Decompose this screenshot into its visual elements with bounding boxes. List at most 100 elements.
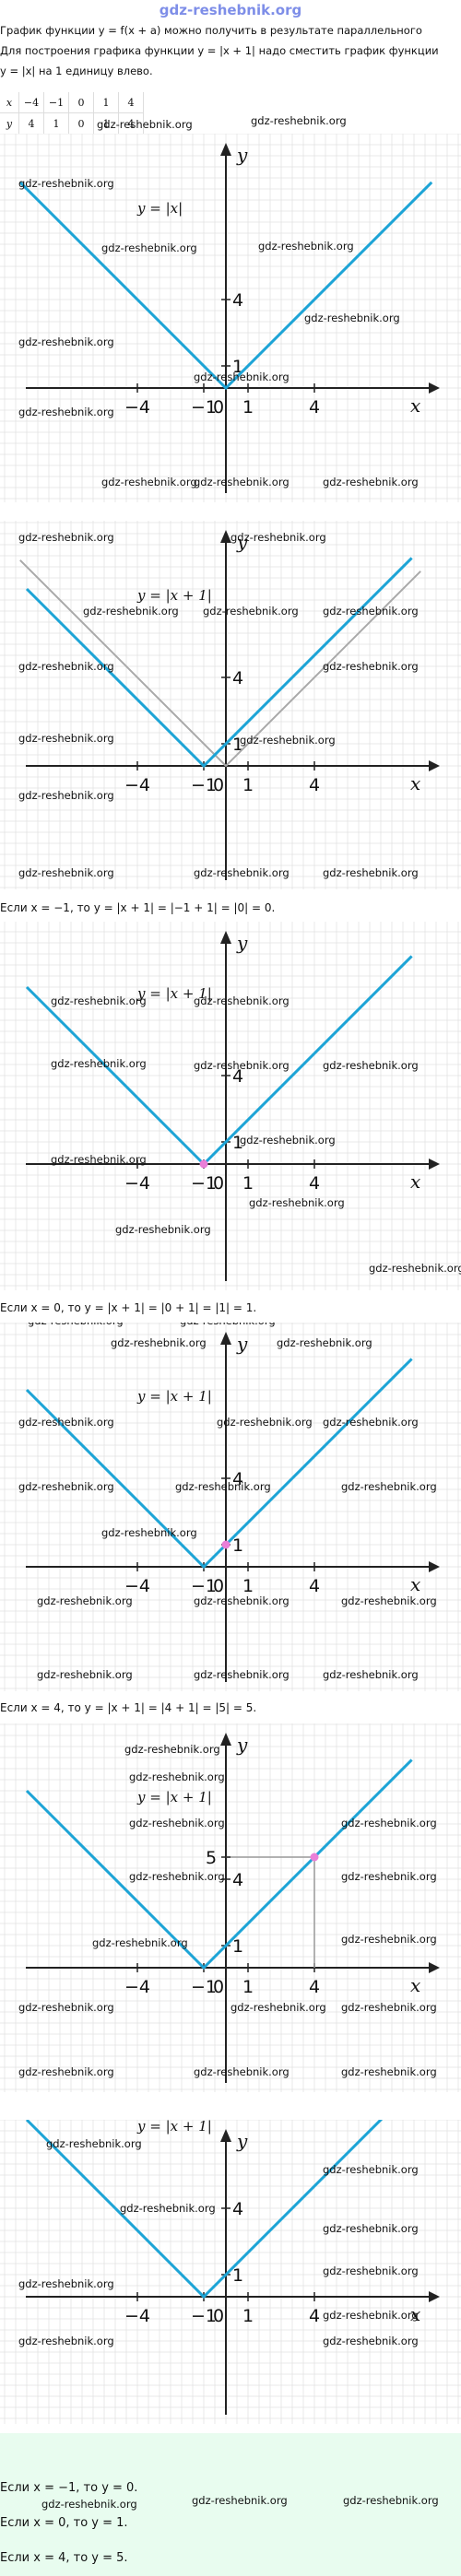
watermark: gdz-reshebnik.org: [51, 994, 147, 1007]
watermark: gdz-reshebnik.org: [217, 1416, 313, 1429]
watermark: gdz-reshebnik.org: [240, 1134, 336, 1147]
x-tick-label: −4: [124, 775, 150, 795]
watermark: gdz-reshebnik.org: [18, 732, 114, 745]
x-axis-arrow: [429, 1962, 440, 1973]
answer-line-1: Если x = −1, то y = 0.: [0, 2481, 138, 2495]
caption-1: Если x = −1, то y = |x + 1| = |−1 + 1| =…: [0, 901, 276, 914]
watermark: gdz-reshebnik.org: [18, 2001, 114, 2014]
y-tick-label: 1: [232, 1133, 243, 1153]
watermark: gdz-reshebnik.org: [194, 1594, 290, 1607]
watermark: gdz-reshebnik.org: [203, 605, 299, 618]
y-axis-label: y: [236, 932, 248, 954]
function-label: y = |x + 1|: [136, 1388, 212, 1405]
watermark: gdz-reshebnik.org: [18, 406, 114, 418]
y-tick-label: 4: [232, 668, 243, 688]
x-tick-origin-label: 0: [213, 2306, 224, 2326]
values-table: x −4 −1 0 1 4 y 4 1 0 1 4: [0, 92, 144, 134]
watermark: gdz-reshebnik.org: [194, 476, 290, 488]
watermark: gdz-reshebnik.org: [18, 1480, 114, 1493]
watermark: gdz-reshebnik.org: [323, 476, 419, 488]
function-curve: [18, 181, 433, 391]
x-tick-label: 1: [242, 1173, 254, 1194]
table-cell: 4: [118, 92, 144, 113]
table-cell: 1: [93, 92, 119, 113]
x-tick-label: −1: [191, 775, 217, 795]
watermark: gdz-reshebnik.org: [240, 734, 336, 747]
watermark: gdz-reshebnik.org: [323, 1416, 419, 1429]
x-axis-arrow: [429, 760, 440, 771]
function-label: y = |x + 1|: [136, 1789, 212, 1806]
caption-3: Если x = 4, то y = |x + 1| = |4 + 1| = |…: [0, 1701, 257, 1714]
x-tick-label: −1: [191, 1977, 217, 1997]
y-tick-label: 1: [232, 1936, 243, 1957]
answer-line-3: Если x = 4, то y = 5.: [0, 2551, 128, 2565]
watermark: gdz-reshebnik.org: [230, 531, 326, 544]
x-tick-origin-label: 0: [213, 1576, 224, 1596]
x-axis-label: x: [410, 1170, 420, 1193]
x-tick-label: −4: [124, 1977, 150, 1997]
watermark: gdz-reshebnik.org: [115, 1223, 211, 1236]
y-tick-label: 4: [232, 2199, 243, 2219]
caption-2: Если x = 0, то y = |x + 1| = |0 + 1| = |…: [0, 1301, 257, 1314]
watermark: gdz-reshebnik.org: [18, 866, 114, 879]
y-tick-label: 4: [232, 290, 243, 311]
watermark: gdz-reshebnik.org: [323, 605, 419, 618]
y-axis-arrow: [220, 530, 231, 543]
site-title[interactable]: gdz-reshebnik.org: [159, 2, 302, 18]
y-axis-arrow: [220, 2129, 231, 2142]
watermark: gdz-reshebnik.org: [194, 371, 290, 383]
watermark: gdz-reshebnik.org: [323, 2335, 419, 2347]
function-label: y = |x + 1|: [136, 587, 212, 604]
watermark: gdz-reshebnik.org: [277, 1336, 372, 1349]
watermark: gdz-reshebnik.org: [192, 2494, 288, 2507]
watermark: gdz-reshebnik.org: [18, 2065, 114, 2078]
x-tick-label: 4: [309, 775, 320, 795]
watermark: gdz-reshebnik.org: [18, 2277, 114, 2290]
watermark: gdz-reshebnik.org: [194, 1668, 290, 1681]
x-axis-label: x: [410, 1974, 420, 1996]
watermark: gdz-reshebnik.org: [28, 1323, 124, 1327]
y-tick-label: 1: [232, 2265, 243, 2286]
watermark: gdz-reshebnik.org: [343, 2494, 439, 2507]
y-axis-label: y: [236, 144, 248, 166]
watermark: gdz-reshebnik.org: [194, 1059, 290, 1072]
x-axis-label: x: [410, 394, 420, 417]
x-tick-label: 4: [309, 2306, 320, 2326]
watermark: gdz-reshebnik.org: [194, 994, 290, 1007]
y-tick-label: 4: [232, 1066, 243, 1087]
x-tick-origin-label: 0: [213, 1977, 224, 1997]
x-axis-label: x: [410, 2303, 420, 2325]
watermark: gdz-reshebnik.org: [258, 240, 354, 253]
watermark: gdz-reshebnik.org: [18, 1416, 114, 1429]
watermark: gdz-reshebnik.org: [323, 2222, 419, 2235]
x-tick-label: −1: [191, 1173, 217, 1194]
watermark: gdz-reshebnik.org: [341, 1817, 437, 1829]
x-tick-label: 1: [242, 2306, 254, 2326]
table-row-y: y 4 1 0 1 4: [0, 112, 144, 134]
function-curve: [25, 557, 413, 769]
watermark: gdz-reshebnik.org: [41, 2498, 137, 2511]
y-tick-label: 1: [232, 1535, 243, 1556]
watermark: gdz-reshebnik.org: [323, 1059, 419, 1072]
table-cell: 0: [68, 112, 94, 134]
watermark: gdz-reshebnik.org: [18, 531, 114, 544]
y-tick-label: 1: [232, 735, 243, 755]
x-tick-label: 1: [242, 1576, 254, 1596]
watermark: gdz-reshebnik.org: [129, 1817, 225, 1829]
watermark: gdz-reshebnik.org: [111, 1336, 207, 1349]
x-axis-arrow: [429, 2291, 440, 2302]
y-tick-label: 4: [232, 1870, 243, 1890]
function-curve: [25, 2088, 413, 2300]
watermark: gdz-reshebnik.org: [51, 1153, 147, 1166]
table-cell: x: [0, 92, 19, 113]
x-tick-label: 1: [242, 1977, 254, 1997]
function-curve: [25, 1759, 413, 1970]
table-cell: −1: [43, 92, 69, 113]
watermark: gdz-reshebnik.org: [251, 114, 347, 127]
x-tick-label: 1: [242, 397, 254, 418]
y-axis-arrow: [220, 143, 231, 156]
